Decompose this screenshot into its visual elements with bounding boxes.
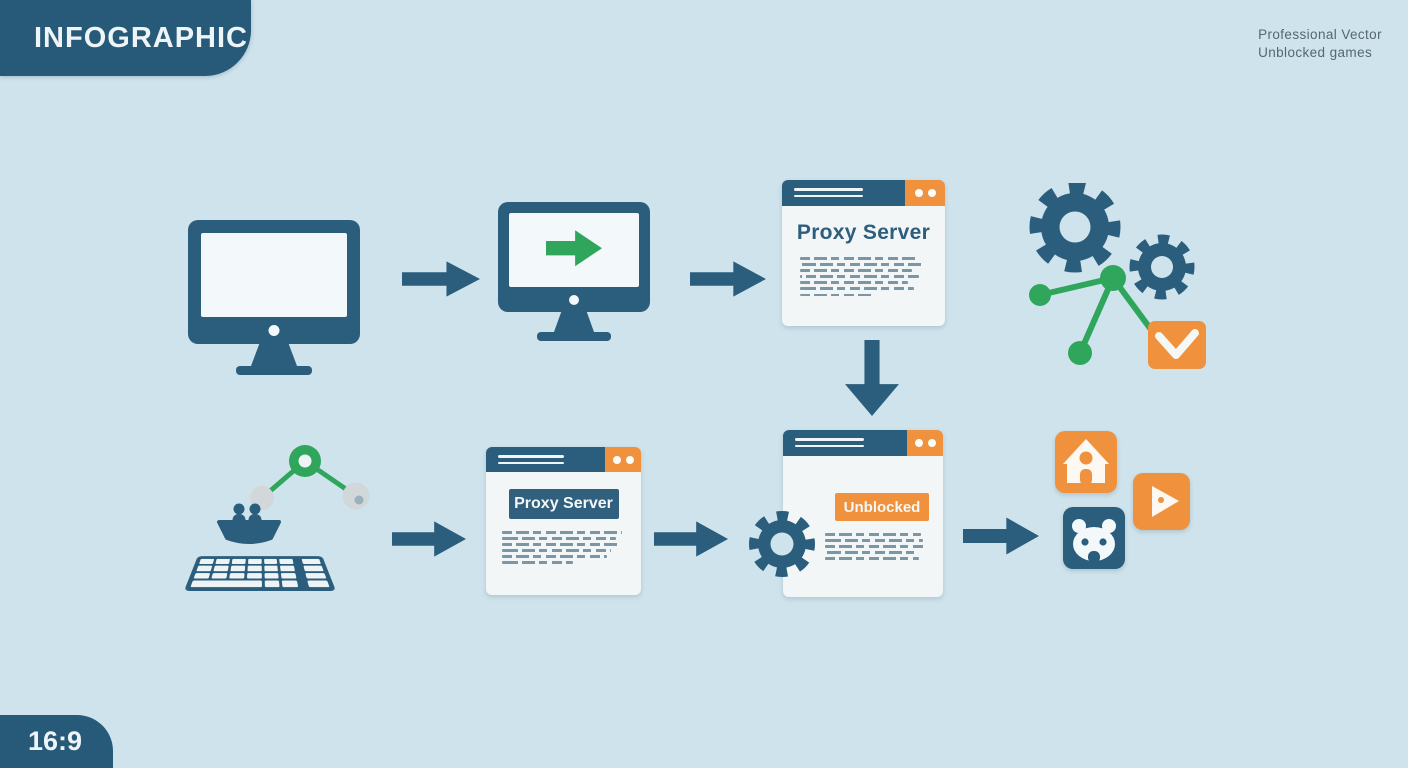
arrow-right-icon [654, 521, 728, 557]
home-glyph [1063, 439, 1109, 485]
window-dot [927, 439, 936, 447]
window-dot [625, 455, 634, 464]
arrow-right-icon [690, 261, 766, 297]
browser-titlebar [782, 180, 945, 206]
monitor-button [268, 325, 280, 336]
monitor-green-arrow-icon [498, 202, 650, 341]
unblocked-label: Unblocked [835, 493, 929, 521]
robot-app-icon [1063, 507, 1125, 569]
monitor-screen [201, 233, 347, 317]
network-node [1029, 284, 1051, 306]
gear-icon [749, 511, 815, 577]
placeholder-text-lines [825, 533, 929, 560]
watermark-line1: Professional Vector [1258, 27, 1382, 42]
gear-large-icon [1029, 183, 1121, 273]
placeholder-text-lines [799, 257, 927, 297]
aspect-ratio-label: 16:9 [28, 726, 83, 756]
window-dot [927, 189, 936, 197]
window-dot [612, 455, 621, 464]
gear-small-icon [1129, 234, 1195, 300]
titlebar-buttons [605, 447, 641, 472]
keyboard-icon [184, 556, 336, 591]
watermark-line2: Unblocked games [1258, 44, 1373, 60]
titlebar-buttons [905, 180, 945, 206]
monitor-stand [251, 344, 297, 366]
browser-titlebar [486, 447, 641, 472]
browser-titlebar [783, 430, 943, 456]
banner-title: INFOGRAPHIC [34, 21, 248, 54]
titlebar-lines [782, 180, 905, 206]
users-network-icon [217, 445, 370, 544]
watermark-text: Professional Vector Unblocked games [1258, 26, 1382, 61]
robot-face-glyph [1072, 519, 1116, 563]
network-node [1068, 341, 1092, 365]
titlebar-lines [783, 430, 907, 456]
window-dot [914, 439, 923, 447]
arrow-right-icon [402, 261, 480, 297]
play-app-icon [1133, 473, 1190, 530]
network-node-gray-donut [342, 482, 370, 510]
play-glyph [1152, 486, 1179, 517]
mail-check-icon [1148, 321, 1206, 369]
monitor-base [537, 332, 611, 341]
monitor-stand [554, 312, 594, 332]
tray-icon [217, 520, 281, 544]
window-dot [914, 189, 923, 197]
brand-banner: INFOGRAPHIC [0, 0, 251, 76]
monitor-base [236, 366, 312, 375]
titlebar-buttons [907, 430, 943, 456]
browser-card-proxy-server: Proxy Server [782, 180, 945, 326]
network-node [1100, 265, 1126, 291]
monitor-button [569, 295, 579, 305]
monitor-frame [498, 202, 650, 312]
arrow-right-icon [963, 517, 1039, 555]
titlebar-lines [486, 447, 605, 472]
network-links [1039, 275, 1158, 355]
arrow-down-icon [845, 340, 899, 416]
aspect-ratio-badge: 16:9 [0, 715, 113, 768]
proxy-server-title: Proxy Server [796, 221, 931, 244]
desktop-monitor-icon [188, 220, 360, 375]
browser-card-proxy-entry: Proxy Server [486, 447, 641, 595]
browser-card-unblocked: Unblocked [783, 430, 943, 597]
home-app-icon [1055, 431, 1117, 493]
gears-network-mail-icon [1029, 183, 1206, 369]
monitor-frame [188, 220, 360, 344]
network-node-green [289, 445, 321, 477]
proxy-server-label: Proxy Server [508, 489, 619, 519]
placeholder-text-lines [501, 531, 626, 565]
